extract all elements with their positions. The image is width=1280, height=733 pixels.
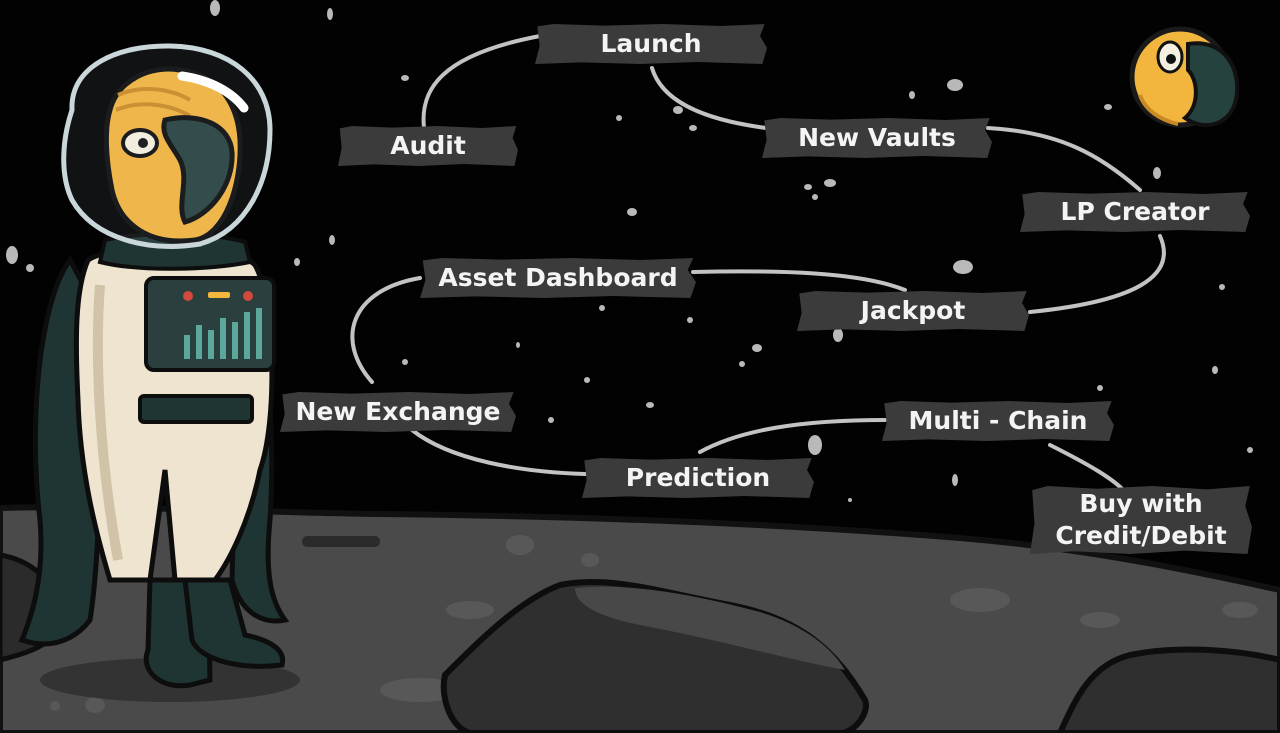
parrot-moon-icon bbox=[1129, 26, 1240, 128]
parrot-astronaut bbox=[18, 43, 300, 702]
roadmap-item-asset-dashboard: Asset Dashboard bbox=[420, 258, 696, 298]
roadmap-item-label: Launch bbox=[600, 29, 702, 58]
ground-dash bbox=[302, 536, 380, 547]
roadmap-item-label: LP Creator bbox=[1060, 197, 1210, 226]
roadmap-item-label: Audit bbox=[390, 131, 466, 160]
crater-rock-right bbox=[1056, 646, 1280, 733]
roadmap-item-new-vaults: New Vaults bbox=[762, 118, 992, 158]
roadmap-item-label-line1: Buy with bbox=[1079, 489, 1203, 518]
roadmap-item-label: New Exchange bbox=[295, 397, 501, 426]
roadmap-item-label-line2: Credit/Debit bbox=[1055, 521, 1227, 550]
roadmap-item-label: Multi - Chain bbox=[908, 406, 1088, 435]
roadmap-path bbox=[350, 34, 1166, 494]
roadmap-item-label: New Vaults bbox=[798, 123, 956, 152]
roadmap-item-new-exchange: New Exchange bbox=[280, 392, 516, 432]
roadmap-item-audit: Audit bbox=[338, 126, 518, 166]
roadmap-item-launch: Launch bbox=[535, 24, 767, 64]
roadmap-item-buy-with-card: Buy with Credit/Debit bbox=[1030, 486, 1252, 554]
space-debris bbox=[6, 0, 1253, 502]
roadmap-item-multi-chain: Multi - Chain bbox=[882, 401, 1114, 441]
crater-rock-top bbox=[575, 586, 845, 670]
roadmap-item-label: Prediction bbox=[625, 463, 771, 492]
roadmap-item-jackpot: Jackpot bbox=[797, 291, 1029, 331]
roadmap-item-lp-creator: LP Creator bbox=[1020, 192, 1250, 232]
roadmap-item-label: Asset Dashboard bbox=[438, 263, 678, 292]
roadmap-item-label: Jackpot bbox=[860, 296, 966, 325]
roadmap-item-prediction: Prediction bbox=[582, 458, 814, 498]
